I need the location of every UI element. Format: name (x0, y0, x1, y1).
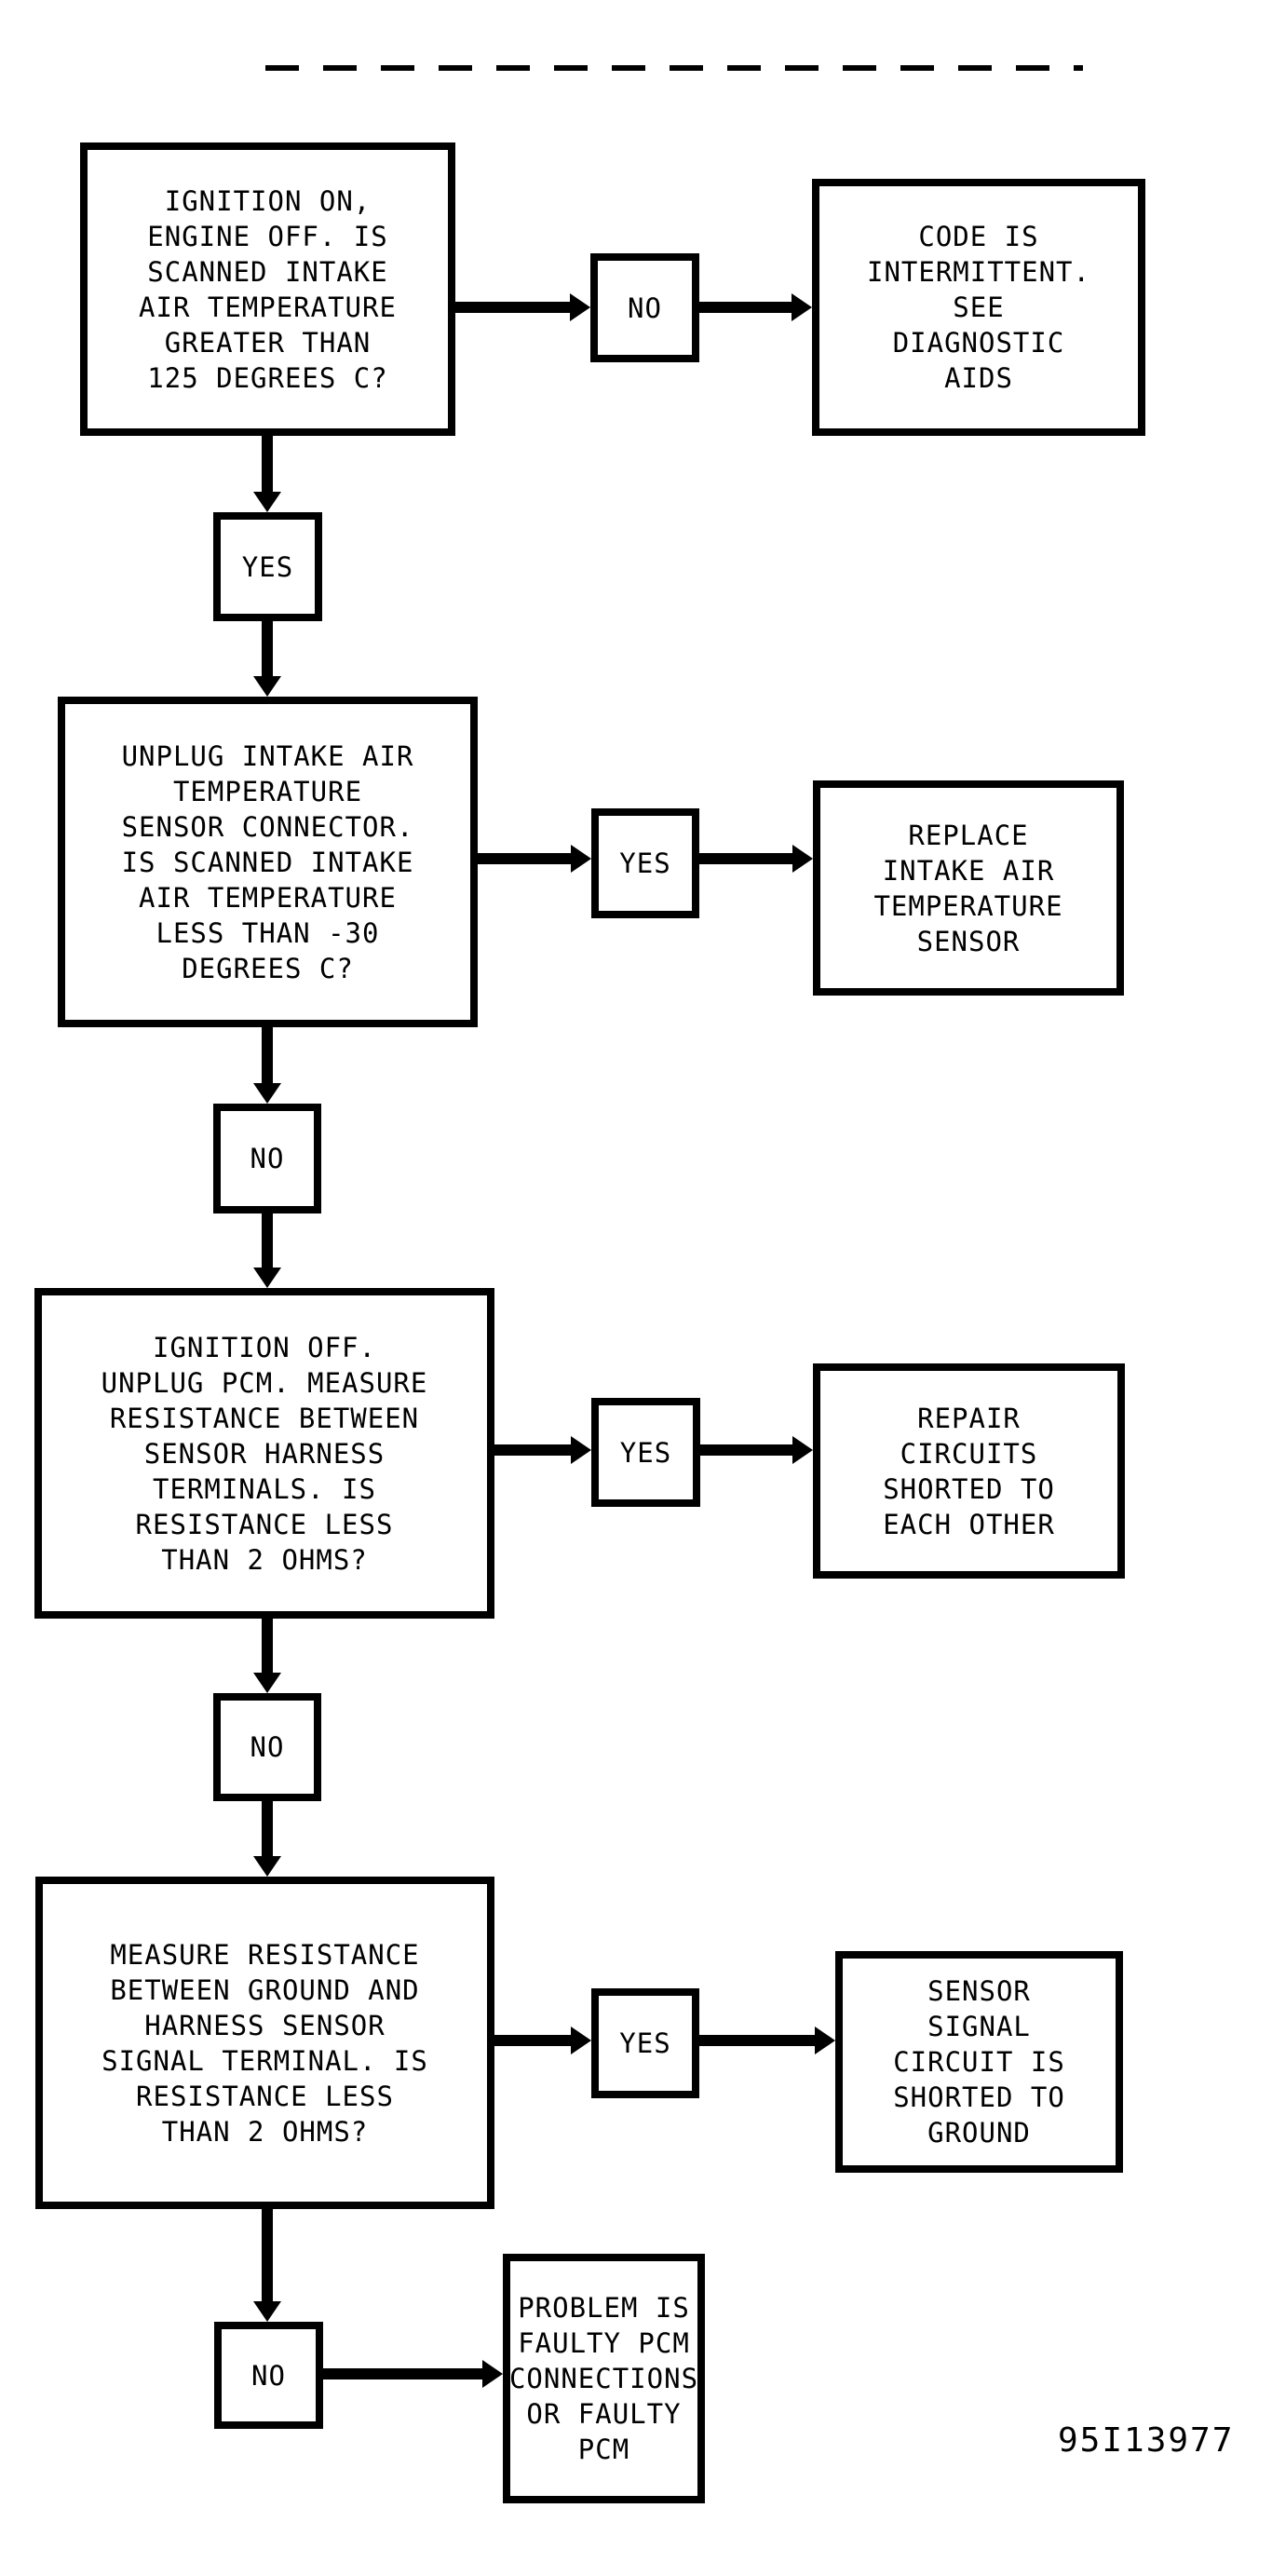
flow-node-no-4: NO (214, 2322, 323, 2429)
arrow-shaft (454, 302, 572, 313)
arrow-shaft (697, 2035, 817, 2046)
arrow-shaft (262, 617, 273, 678)
flow-node-decision-4-label: MEASURE RESISTANCE BETWEEN GROUND AND HA… (101, 1938, 428, 2148)
arrow-shaft (262, 1210, 273, 1269)
arrow-shaft (493, 1444, 573, 1456)
flow-node-decision-3-label: IGNITION OFF. UNPLUG PCM. MEASURE RESIST… (101, 1331, 428, 1576)
arrow-right-icon (570, 293, 590, 321)
arrow-down-icon (253, 1268, 281, 1288)
arrow-right-icon (792, 845, 813, 873)
flow-node-decision-4: MEASURE RESISTANCE BETWEEN GROUND AND HA… (35, 1877, 494, 2209)
flow-node-result-2: REPLACE INTAKE AIR TEMPERATURE SENSOR (813, 780, 1124, 996)
arrow-down-icon (253, 492, 281, 512)
arrow-shaft (262, 2205, 273, 2303)
arrow-right-icon (792, 1436, 813, 1464)
flow-node-result-2-label: REPLACE INTAKE AIR TEMPERATURE SENSOR (873, 819, 1063, 957)
arrow-right-icon (571, 2027, 591, 2054)
flow-node-no-3-label: NO (250, 1731, 285, 1763)
arrow-right-icon (571, 1436, 591, 1464)
flow-node-result-5-label: PROBLEM IS FAULTY PCM CONNECTIONS OR FAU… (508, 2292, 699, 2465)
flow-node-yes-4: YES (591, 1988, 699, 2098)
arrow-shaft (320, 2368, 484, 2379)
flow-node-yes-3: YES (591, 1398, 700, 1507)
arrow-down-icon (253, 2301, 281, 2322)
flow-node-result-4: SENSOR SIGNAL CIRCUIT IS SHORTED TO GROU… (835, 1951, 1123, 2173)
flow-node-result-1: CODE IS INTERMITTENT. SEE DIAGNOSTIC AID… (812, 179, 1145, 436)
arrow-down-icon (253, 676, 281, 697)
arrow-right-icon (571, 845, 591, 873)
flow-node-yes-3-label: YES (619, 1436, 672, 1469)
arrow-shaft (262, 1797, 273, 1858)
flow-node-decision-2-label: UNPLUG INTAKE AIR TEMPERATURE SENSOR CON… (121, 739, 414, 984)
flow-node-result-4-label: SENSOR SIGNAL CIRCUIT IS SHORTED TO GROU… (893, 1975, 1065, 2149)
flow-node-result-1-label: CODE IS INTERMITTENT. SEE DIAGNOSTIC AID… (867, 221, 1090, 394)
arrow-shaft (262, 430, 273, 494)
flow-node-no-3: NO (213, 1693, 321, 1801)
flow-node-yes-2-label: YES (619, 847, 671, 879)
arrow-right-icon (482, 2360, 503, 2388)
flow-node-result-3-label: REPAIR CIRCUITS SHORTED TO EACH OTHER (883, 1402, 1055, 1540)
flow-node-yes-2: YES (591, 808, 699, 918)
arrow-shaft (262, 1615, 273, 1674)
flow-node-no-1: NO (590, 253, 699, 362)
arrow-shaft (698, 1444, 794, 1456)
flow-node-yes-4-label: YES (619, 2027, 671, 2059)
flow-node-yes-1-label: YES (241, 550, 294, 583)
flow-node-decision-2: UNPLUG INTAKE AIR TEMPERATURE SENSOR CON… (58, 697, 478, 1027)
arrow-right-icon (792, 293, 812, 321)
flow-node-decision-3: IGNITION OFF. UNPLUG PCM. MEASURE RESIST… (34, 1288, 494, 1619)
flow-node-decision-1-label: IGNITION ON, ENGINE OFF. IS SCANNED INTA… (139, 184, 397, 394)
arrow-shaft (697, 853, 794, 864)
arrow-shaft (477, 853, 573, 864)
flow-node-result-3: REPAIR CIRCUITS SHORTED TO EACH OTHER (813, 1363, 1125, 1579)
arrow-down-icon (253, 1673, 281, 1693)
flow-node-no-4-label: NO (251, 2359, 286, 2392)
arrow-shaft (698, 302, 793, 313)
flow-node-no-2-label: NO (250, 1143, 285, 1174)
flow-node-result-5: PROBLEM IS FAULTY PCM CONNECTIONS OR FAU… (503, 2254, 705, 2503)
flow-node-no-2: NO (213, 1104, 321, 1213)
arrow-shaft (493, 2035, 573, 2046)
flow-node-yes-1: YES (213, 512, 322, 621)
arrow-right-icon (815, 2027, 835, 2054)
flow-node-no-1-label: NO (628, 291, 662, 324)
arrow-down-icon (253, 1856, 281, 1877)
flow-node-decision-1: IGNITION ON, ENGINE OFF. IS SCANNED INTA… (80, 142, 455, 436)
clipped-header-text (265, 65, 1083, 71)
figure-code: 95I13977 (1058, 2421, 1235, 2460)
arrow-shaft (262, 1023, 273, 1085)
arrow-down-icon (253, 1083, 281, 1104)
